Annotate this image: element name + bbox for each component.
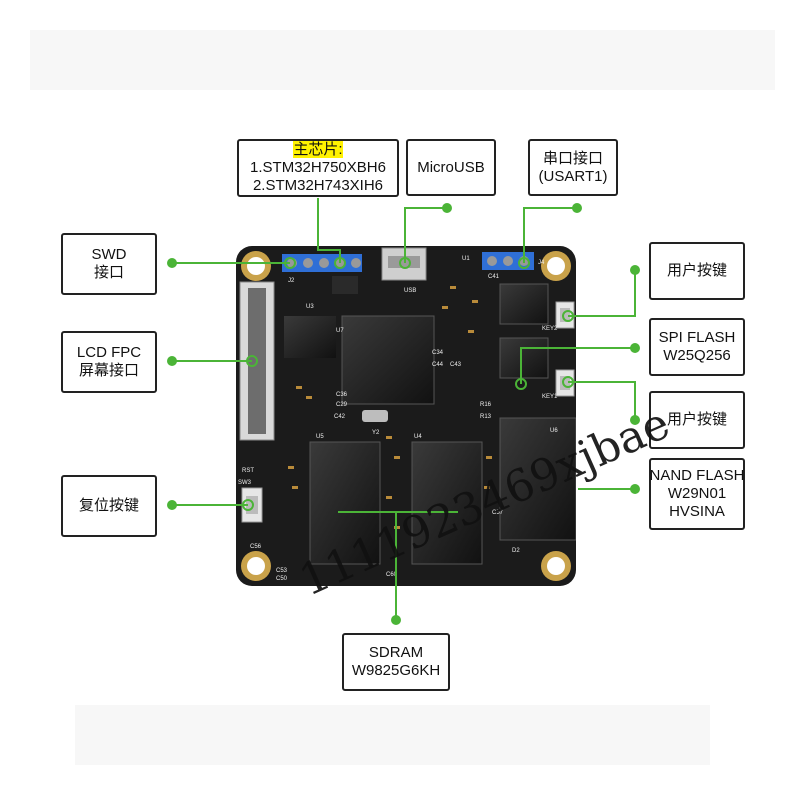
label-uart: 串口接口 (USART1) <box>528 139 618 196</box>
label-spi-flash: SPI FLASH W25Q256 <box>649 318 745 376</box>
label-microusb: MicroUSB <box>406 139 496 196</box>
reset-button <box>241 487 263 523</box>
label-spi-flash-line2: W25Q256 <box>663 347 731 364</box>
label-user-key-bottom: 用户按键 <box>649 391 745 449</box>
silk-c57: C57 <box>492 510 504 516</box>
silk-c43: C43 <box>450 362 462 368</box>
silk-u4: U4 <box>414 434 422 440</box>
label-lcd-fpc: LCD FPC 屏幕接口 <box>61 331 157 393</box>
callout-dot-sdram <box>391 615 401 625</box>
label-sdram-line1: SDRAM <box>368 644 424 661</box>
silk-d2: D2 <box>512 548 520 554</box>
label-nand-flash-line1: NAND FLASH <box>649 467 745 484</box>
silk-u7: U7 <box>336 328 344 334</box>
spi-flash-chip-1 <box>499 283 549 325</box>
swd-header <box>282 254 362 272</box>
silk-rst: RST <box>242 468 254 474</box>
callout-dot-lcd-fpc <box>167 356 177 366</box>
label-main-chip-title: 主芯片: <box>293 141 343 158</box>
label-uart-line2: (USART1) <box>538 167 608 185</box>
label-main-chip: 主芯片: 1.STM32H750XBH6 2.STM32H743XIH6 <box>237 139 399 197</box>
label-microusb-line1: MicroUSB <box>417 158 485 176</box>
label-lcd-fpc-line2: 屏幕接口 <box>78 362 139 379</box>
label-swd-line2: 接口 <box>93 264 124 281</box>
silk-c53: C53 <box>276 568 288 574</box>
label-spi-flash-line1: SPI FLASH <box>658 329 736 346</box>
silk-r16: R16 <box>480 402 492 408</box>
label-swd-line1: SWD <box>91 246 127 263</box>
label-main-chip-line2: 2.STM32H743XIH6 <box>252 177 384 194</box>
ic-u3 <box>284 316 336 358</box>
label-user-key-bottom-line1: 用户按键 <box>666 411 727 428</box>
silk-sw3: SW3 <box>238 480 252 486</box>
spi-flash-chip-2 <box>499 337 549 379</box>
silk-c41: C41 <box>488 274 500 280</box>
silk-u5: U5 <box>316 434 324 440</box>
silk-u3: U3 <box>306 304 314 310</box>
label-user-key-top-line1: 用户按键 <box>666 262 727 279</box>
passive-components <box>288 286 492 529</box>
callout-line-user-key-top <box>568 270 636 317</box>
silk-r13: R13 <box>480 414 492 420</box>
label-reset: 复位按键 <box>61 475 157 537</box>
silk-key2: KEY2 <box>542 326 558 332</box>
silk-c34: C34 <box>432 350 444 356</box>
silk-u1: U1 <box>462 256 470 262</box>
label-nand-flash-line3: HVSINA <box>669 503 725 520</box>
silk-c29: C29 <box>336 402 348 408</box>
silk-c44: C44 <box>432 362 444 368</box>
callout-dot-reset <box>167 500 177 510</box>
label-nand-flash: NAND FLASH W29N01 HVSINA <box>649 458 745 530</box>
callout-dot-nand-flash <box>630 484 640 494</box>
uart-header <box>482 252 534 270</box>
silk-u6: U6 <box>550 428 558 434</box>
silk-j4: J4 <box>538 260 545 266</box>
callout-dot-user-key-top <box>630 265 640 275</box>
silk-c50: C50 <box>276 576 288 582</box>
label-uart-line1: 串口接口 <box>542 149 603 167</box>
label-swd: SWD 接口 <box>61 233 157 295</box>
label-reset-line1: 复位按键 <box>78 497 139 514</box>
lcd-fpc-connector <box>239 281 275 441</box>
label-nand-flash-line2: W29N01 <box>667 485 727 502</box>
callout-dot-swd <box>167 258 177 268</box>
main-mcu-chip <box>341 315 435 405</box>
silk-c42: C42 <box>334 414 346 420</box>
callout-dot-spi-flash <box>630 343 640 353</box>
top-background-band <box>30 30 775 90</box>
nand-flash-chip <box>499 417 577 541</box>
silk-key1: KEY1 <box>542 394 558 400</box>
silk-j2: J2 <box>288 278 295 284</box>
user-key-1 <box>555 301 575 329</box>
label-main-chip-line1: 1.STM32H750XBH6 <box>250 159 386 176</box>
silk-usb: USB <box>404 288 416 294</box>
silk-y2: Y2 <box>372 430 380 436</box>
silk-c36: C36 <box>336 392 348 398</box>
bottom-background-band <box>75 705 710 765</box>
user-key-2 <box>555 369 575 397</box>
microusb-connector <box>381 247 427 281</box>
label-user-key-top: 用户按键 <box>649 242 745 300</box>
label-sdram: SDRAM W9825G6KH <box>342 633 450 691</box>
callout-dot-microusb <box>442 203 452 213</box>
ic-small-1 <box>332 276 358 294</box>
label-sdram-line2: W9825G6KH <box>351 662 441 679</box>
callout-dot-uart <box>572 203 582 213</box>
silk-c56: C56 <box>250 544 262 550</box>
crystal-y2 <box>362 410 388 422</box>
label-lcd-fpc-line1: LCD FPC <box>76 344 142 361</box>
